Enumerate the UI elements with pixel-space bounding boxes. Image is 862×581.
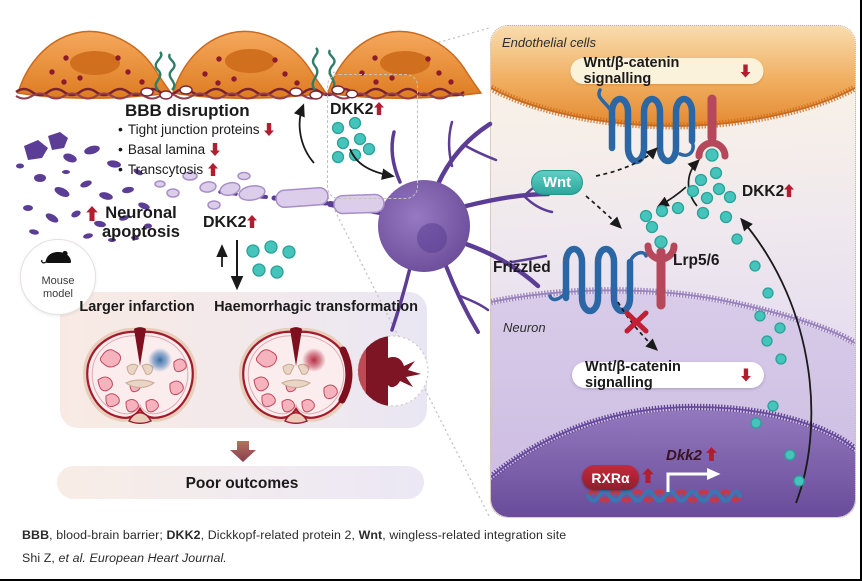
dkk2-molecules-panel: [639, 166, 805, 487]
bullet-text: Transcytosis: [127, 161, 204, 177]
wnt-signalling-neuron-badge: Wnt/β-catenin signalling: [572, 359, 764, 391]
rxra-label: RXRα: [582, 465, 639, 490]
down-arrow-icon: [741, 368, 751, 382]
axon-debris: [16, 132, 152, 242]
mouse-model-label: model: [43, 287, 73, 300]
bullet-marker: •: [118, 141, 123, 157]
neuronal-apoptosis-label: Neuronal apoptosis: [86, 204, 180, 242]
frizzled-label: Frizzled: [493, 259, 551, 276]
mouse-model-label: Mouse: [41, 275, 75, 287]
lrp56-receptor-icon: [644, 235, 678, 310]
up-arrow-icon: [784, 184, 795, 197]
abbreviations-line: BBB, blood-brain barrier; DKK2, Dickkopf…: [22, 528, 567, 542]
haemorrhagic-transformation-label: Haemorrhagic transformation: [214, 299, 418, 315]
up-arrow-icon: [246, 215, 257, 228]
brain-larger-infarction-icon: [83, 327, 197, 424]
dkk2-vessel-label: DKK2: [330, 101, 384, 119]
wnt-signalling-endothelial-badge: Wnt/β-catenin signalling: [570, 55, 764, 87]
bbb-bullet-transcytosis: • Transcytosis: [118, 161, 219, 177]
frizzled-receptor-top-icon: [597, 88, 696, 165]
zoom-region-box: [327, 74, 418, 199]
dkk2-molecules-vessel: [331, 116, 376, 164]
mouse-icon: [41, 250, 71, 264]
outcome-down-arrow-icon: [230, 441, 256, 462]
mouse-model-badge: Mouse model: [20, 239, 96, 315]
dkk2-axon-label: DKK2: [203, 214, 257, 232]
down-arrow-icon: [264, 122, 275, 136]
up-arrow-icon: [706, 447, 717, 461]
down-arrow-icon: [740, 64, 751, 78]
dkk2-export-arrow: [740, 217, 813, 504]
poor-outcomes-label: Poor outcomes: [185, 475, 299, 492]
dkk2-action-arrows: [656, 159, 700, 208]
bullet-marker: •: [118, 161, 123, 177]
wnt-ligand-label: Wnt: [531, 170, 583, 195]
dkk2-molecules-axon: [246, 240, 296, 279]
neuron-nucleus: [491, 403, 855, 517]
left-arrows: [216, 103, 395, 291]
bbb-bullet-basal-lamina: • Basal lamina: [118, 141, 221, 157]
bullet-text: Basal lamina: [127, 141, 206, 157]
larger-infarction-label: Larger infarction: [79, 299, 195, 315]
bullet-text: Tight junction proteins: [127, 121, 260, 137]
citation-line: Shi Z, et al. European Heart Journal.: [22, 551, 227, 565]
lrp-receptor-top-icon: [695, 94, 729, 162]
bullet-marker: •: [118, 121, 123, 137]
up-arrow-icon: [208, 162, 219, 176]
poor-outcomes-pill: [57, 466, 424, 499]
neuron-illustration: [154, 120, 556, 334]
neuron-label: Neuron: [503, 320, 546, 335]
bbb-bullet-tight-junction: • Tight junction proteins: [118, 121, 275, 137]
lrp56-label: Lrp5/6: [673, 252, 720, 269]
dkk2-panel-label: DKK2: [742, 183, 795, 201]
up-arrow-icon: [373, 102, 384, 115]
down-arrow-icon: [210, 142, 221, 156]
up-arrow-icon: [86, 206, 98, 221]
dkk2-gene-label: Dkk2: [666, 447, 717, 464]
blocked-x-icon: [624, 310, 649, 334]
promoter-arrow-icon: [666, 468, 721, 492]
frizzled-receptor-icon: [548, 245, 648, 315]
dna-helix-icon: [585, 489, 743, 503]
endothelial-cells-illustration: [17, 30, 483, 99]
bbb-disruption-title: BBB disruption: [125, 101, 250, 120]
brain-haemorrhagic-icon: [239, 327, 353, 424]
tight-junction-icon: [140, 47, 359, 100]
up-arrow-icon: [642, 468, 654, 483]
endothelial-cells-label: Endothelial cells: [502, 35, 596, 50]
basement-membrane: [15, 87, 465, 100]
haemorrhage-detail-icon: [357, 335, 429, 407]
